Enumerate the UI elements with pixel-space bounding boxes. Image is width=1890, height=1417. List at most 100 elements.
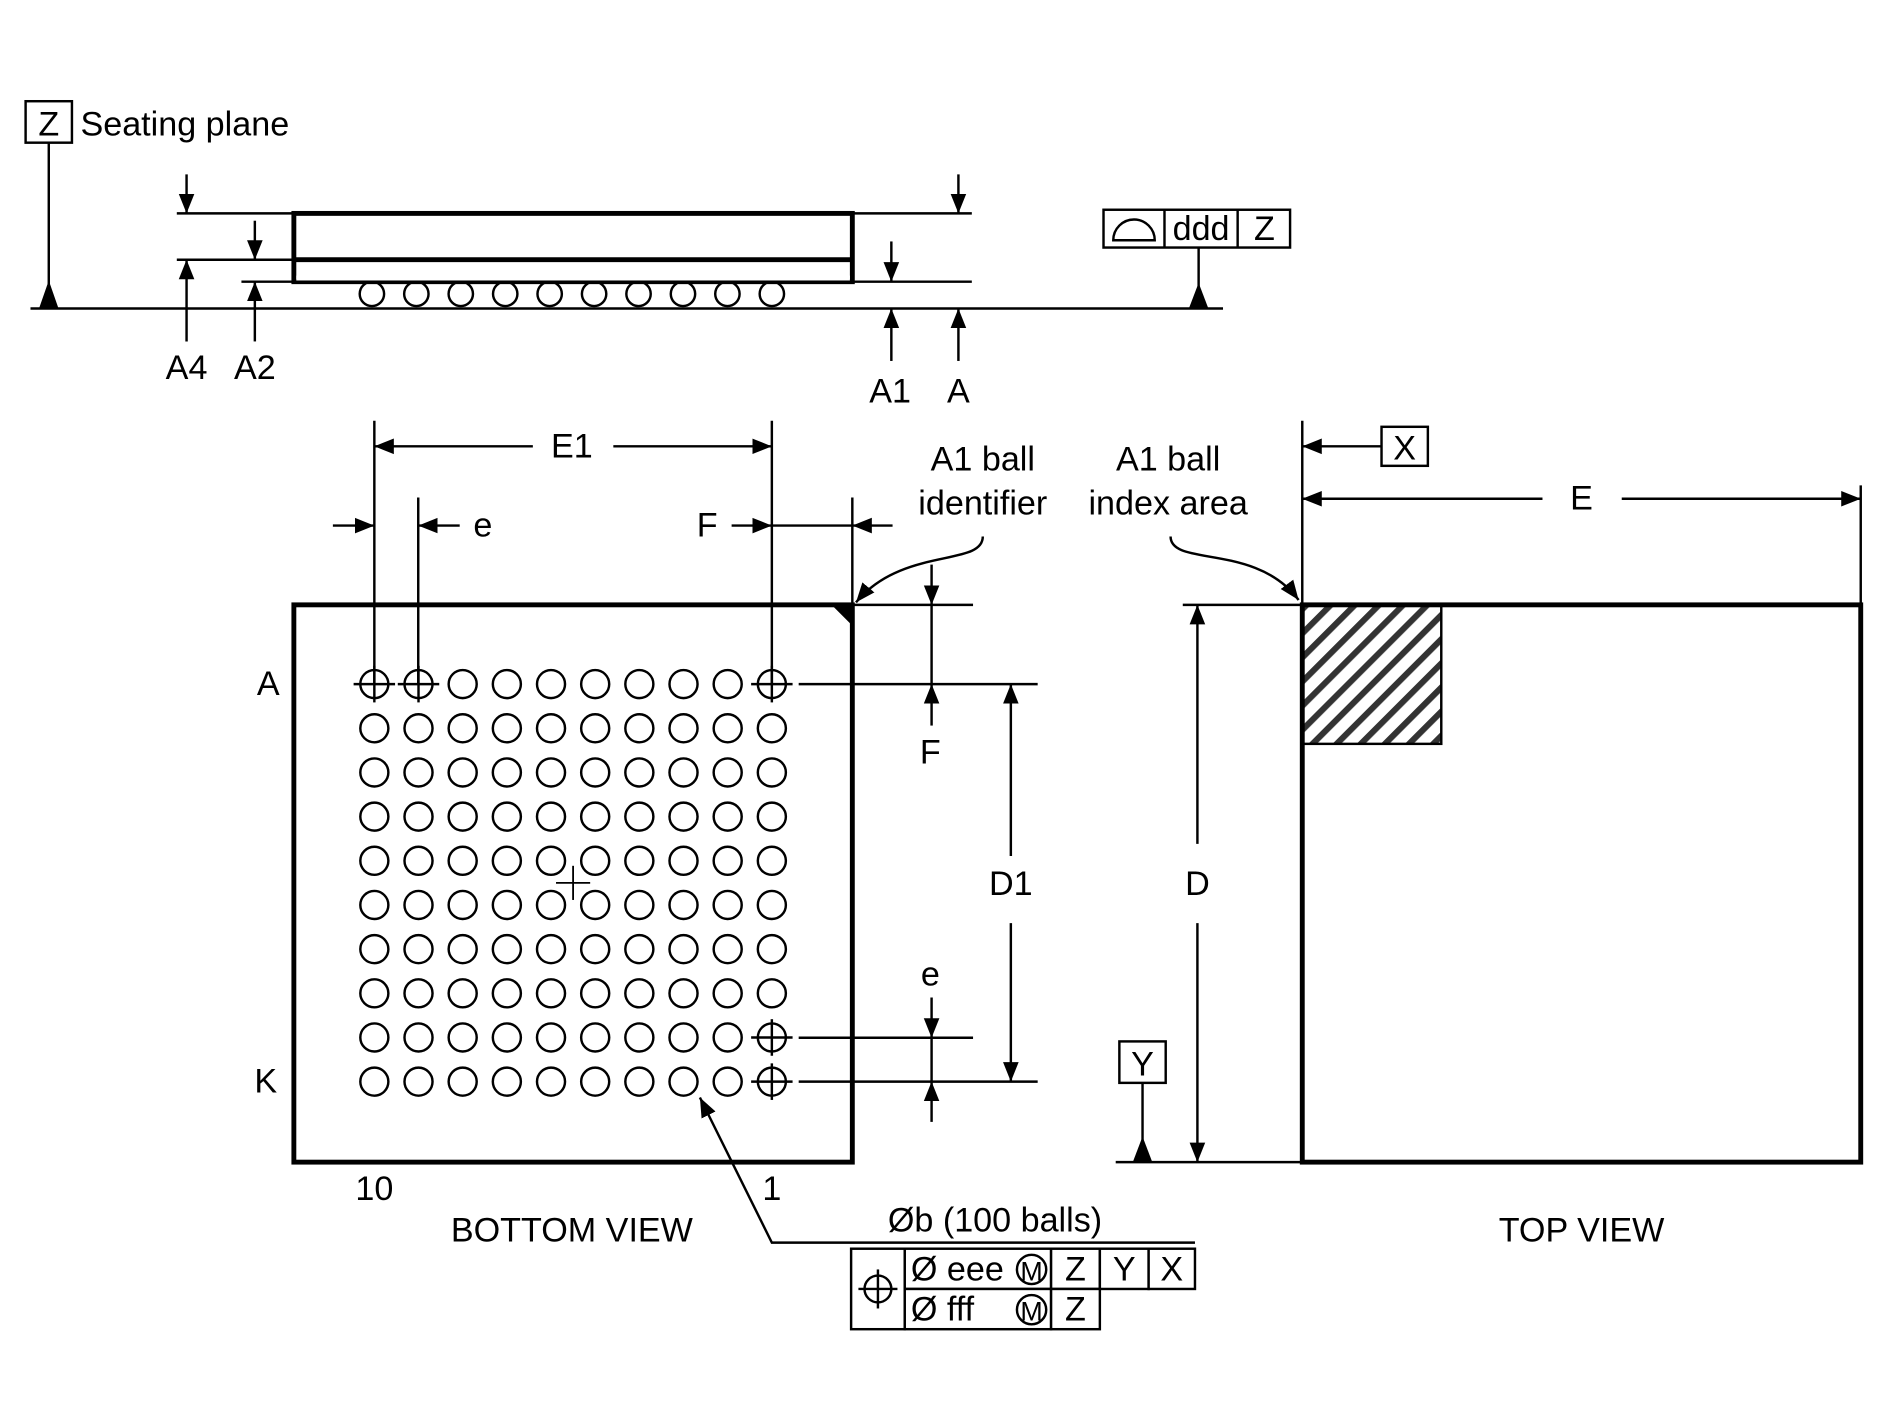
solder-ball bbox=[668, 1022, 699, 1053]
solder-ball bbox=[712, 978, 743, 1009]
solder-ball bbox=[668, 978, 699, 1009]
solder-ball bbox=[403, 757, 434, 788]
solder-ball bbox=[712, 889, 743, 921]
seating-plane-label: Z Seating plane bbox=[24, 99, 289, 309]
solder-ball bbox=[712, 801, 743, 832]
solder-ball bbox=[668, 668, 699, 700]
dim-d: D bbox=[1185, 865, 1210, 903]
solder-ball bbox=[491, 713, 523, 744]
flatness-symbol-icon bbox=[1112, 218, 1156, 242]
a1-identifier-line2: identifier bbox=[918, 485, 1047, 523]
solder-ball bbox=[579, 668, 611, 700]
flatness-control-frame: ddd Z bbox=[1102, 208, 1292, 309]
seating-plane-text: Seating plane bbox=[80, 105, 289, 143]
solder-ball bbox=[447, 757, 478, 788]
solder-ball bbox=[579, 713, 611, 744]
solder-ball bbox=[403, 1066, 434, 1097]
ball-grid bbox=[353, 665, 793, 1100]
side-solder-ball bbox=[625, 280, 652, 308]
solder-ball bbox=[579, 757, 611, 788]
solder-ball bbox=[624, 933, 655, 965]
mmc-icon bbox=[1015, 1293, 1048, 1326]
side-solder-ball bbox=[402, 280, 430, 308]
side-solder-ball bbox=[669, 280, 697, 308]
solder-ball bbox=[579, 1022, 611, 1053]
solder-ball bbox=[668, 845, 699, 877]
side-view: A4 A2 A1 A ddd Z bbox=[30, 174, 1292, 410]
solder-ball bbox=[756, 978, 788, 1009]
bottom-view-caption: BOTTOM VIEW bbox=[451, 1211, 694, 1249]
dim-e: E bbox=[1570, 480, 1593, 518]
solder-ball bbox=[447, 933, 478, 965]
dim-e-horizontal: e bbox=[473, 507, 492, 545]
position-tol-row1: Ø eee bbox=[911, 1250, 1004, 1288]
dim-f-horizontal: F bbox=[697, 507, 718, 545]
solder-ball bbox=[447, 713, 478, 744]
solder-ball bbox=[359, 978, 390, 1009]
side-solder-ball bbox=[358, 280, 386, 308]
position-control-frame: Ø eee M Z Y X Ø fff M Z bbox=[849, 1247, 1197, 1331]
side-solder-ball bbox=[713, 280, 741, 308]
dim-a: A bbox=[947, 372, 970, 410]
solder-ball bbox=[359, 933, 390, 965]
side-solder-ball bbox=[580, 280, 608, 308]
datum-ref-y: Y bbox=[1113, 1250, 1136, 1288]
datum-ref-z: Z bbox=[1065, 1250, 1086, 1288]
side-solder-ball bbox=[447, 280, 475, 308]
ball-diameter-note: Øb (100 balls) bbox=[888, 1202, 1102, 1240]
solder-ball bbox=[535, 933, 567, 965]
side-solder-ball bbox=[491, 280, 519, 308]
solder-ball bbox=[668, 1066, 699, 1097]
solder-ball bbox=[712, 1022, 743, 1053]
solder-ball bbox=[491, 1022, 523, 1053]
solder-ball bbox=[403, 801, 434, 832]
solder-ball bbox=[624, 668, 655, 700]
solder-ball bbox=[403, 978, 434, 1009]
dim-e1: E1 bbox=[551, 427, 593, 465]
solder-ball bbox=[756, 713, 788, 744]
solder-ball bbox=[535, 1022, 567, 1053]
a1-index-line1: A1 ball bbox=[1116, 441, 1220, 479]
solder-ball bbox=[712, 933, 743, 965]
a1-corner-marker bbox=[831, 604, 853, 626]
solder-ball bbox=[712, 1066, 743, 1097]
solder-ball bbox=[668, 801, 699, 832]
solder-ball bbox=[624, 801, 655, 832]
solder-ball bbox=[668, 933, 699, 965]
solder-ball bbox=[756, 889, 788, 921]
top-view-caption: TOP VIEW bbox=[1499, 1211, 1665, 1249]
bottom-view: E1 e F F D1 e A K 10 1 BOTTOM VIEW A1 ba… bbox=[254, 420, 1197, 1331]
solder-ball bbox=[624, 1066, 655, 1097]
solder-ball bbox=[359, 1022, 390, 1053]
solder-ball bbox=[447, 845, 478, 877]
side-solder-ball bbox=[536, 280, 564, 308]
solder-ball bbox=[491, 845, 523, 877]
side-solder-ball bbox=[758, 280, 786, 308]
solder-ball bbox=[624, 713, 655, 744]
solder-ball bbox=[491, 889, 523, 921]
solder-ball bbox=[447, 978, 478, 1009]
solder-ball bbox=[712, 668, 743, 700]
mmc-modifier-row2: M bbox=[1020, 1297, 1042, 1327]
solder-ball bbox=[491, 978, 523, 1009]
dim-a2: A2 bbox=[234, 349, 276, 387]
position-tol-row2: Ø fff bbox=[911, 1291, 975, 1329]
solder-ball bbox=[359, 757, 390, 788]
solder-ball bbox=[447, 1022, 478, 1053]
flatness-datum: Z bbox=[1254, 210, 1275, 248]
datum-x: X bbox=[1393, 430, 1416, 468]
mmc-modifier-row1: M bbox=[1020, 1256, 1042, 1286]
solder-ball bbox=[491, 933, 523, 965]
solder-ball bbox=[579, 889, 611, 921]
solder-ball bbox=[712, 757, 743, 788]
solder-ball bbox=[403, 845, 434, 877]
datum-ref-x: X bbox=[1160, 1250, 1183, 1288]
solder-ball bbox=[447, 801, 478, 832]
a1-identifier-line1: A1 ball bbox=[931, 441, 1035, 479]
solder-ball bbox=[624, 845, 655, 877]
dim-a1: A1 bbox=[869, 372, 911, 410]
dim-a4: A4 bbox=[166, 349, 208, 387]
solder-ball bbox=[624, 889, 655, 921]
solder-ball-reference bbox=[751, 1063, 793, 1100]
solder-ball bbox=[491, 1066, 523, 1097]
